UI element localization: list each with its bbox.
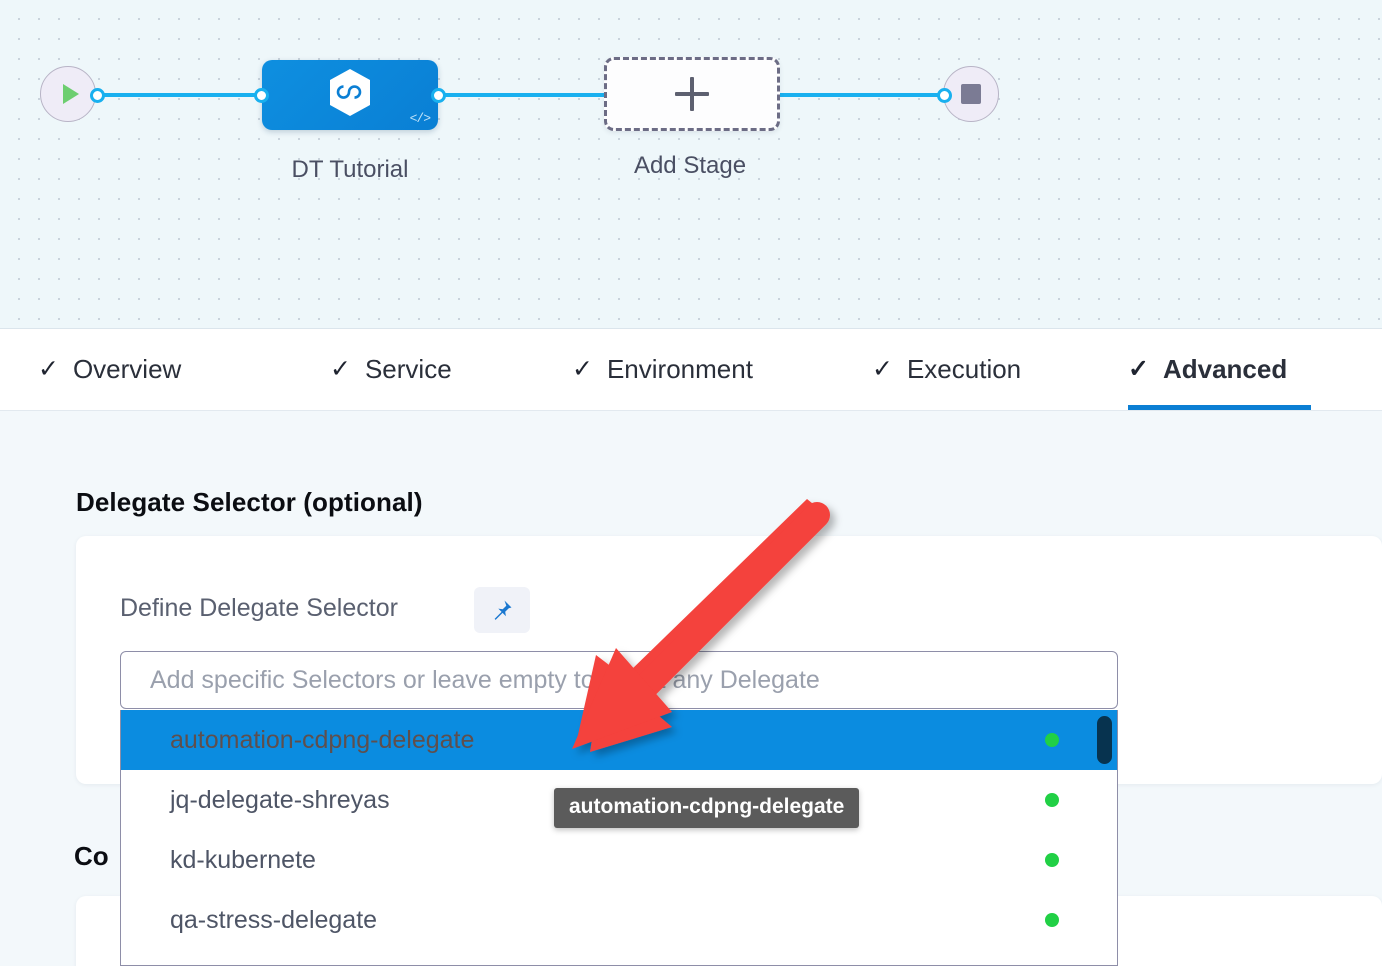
start-node-port[interactable] — [90, 88, 105, 103]
connector-start-to-stage — [96, 93, 271, 97]
stage-node-input-port[interactable] — [254, 88, 269, 103]
dropdown-scrollbar-thumb[interactable] — [1097, 716, 1112, 764]
check-icon: ✓ — [38, 355, 59, 383]
conditional-execution-heading: Co — [74, 841, 109, 871]
end-node-port[interactable] — [937, 88, 952, 103]
list-item[interactable]: jq-delegate-shreyas — [121, 770, 1117, 830]
tab-service[interactable]: ✓ Service — [330, 329, 452, 410]
list-item-label: kd-kubernete — [170, 845, 316, 874]
pipeline-canvas[interactable]: </> DT Tutorial Add Stage — [0, 0, 1382, 329]
tab-execution[interactable]: ✓ Execution — [872, 329, 1021, 410]
add-stage-button[interactable] — [604, 57, 780, 131]
stage-config-tabbar: ✓ Overview ✓ Service ✓ Environment ✓ Exe… — [0, 329, 1382, 411]
list-item[interactable]: qa-stress-delegate — [121, 890, 1117, 950]
stop-icon — [961, 84, 981, 104]
tab-environment[interactable]: ✓ Environment — [572, 329, 753, 410]
tab-overview[interactable]: ✓ Overview — [38, 329, 181, 410]
list-item-label: qa-stress-delegate — [170, 905, 378, 934]
canvas-divider — [0, 328, 1382, 329]
add-stage-label: Add Stage — [633, 152, 747, 179]
list-item-label: automation-cdpng-delegate — [170, 725, 475, 754]
list-item[interactable]: automation-cdpng-delegate — [121, 710, 1117, 770]
check-icon: ✓ — [1128, 355, 1149, 383]
list-item-label: jq-delegate-shreyas — [170, 785, 390, 814]
list-item[interactable]: kd-kubernete — [121, 830, 1117, 890]
delegate-selector-placeholder: Add specific Selectors or leave empty to… — [150, 665, 820, 694]
tab-execution-label: Execution — [906, 354, 1022, 384]
play-icon — [62, 84, 79, 104]
tab-overview-label: Overview — [72, 354, 182, 384]
tab-advanced-label: Advanced — [1162, 354, 1288, 384]
check-icon: ✓ — [872, 355, 893, 383]
stage-node-label: DT Tutorial — [291, 156, 409, 183]
status-dot-connected — [1045, 733, 1059, 747]
status-dot-connected — [1045, 793, 1059, 807]
delegate-selector-heading: Delegate Selector (optional) — [76, 487, 423, 517]
check-icon: ✓ — [572, 355, 593, 383]
define-delegate-selector-label: Define Delegate Selector — [120, 594, 398, 622]
stage-node-dt-tutorial[interactable]: </> — [262, 60, 438, 130]
pin-icon — [494, 600, 512, 620]
check-icon: ✓ — [330, 355, 351, 383]
pipeline-start-node[interactable] — [40, 66, 96, 122]
status-dot-connected — [1045, 913, 1059, 927]
tab-environment-label: Environment — [606, 354, 753, 384]
plus-icon — [675, 77, 709, 111]
pin-button[interactable] — [474, 587, 530, 633]
harness-hexagon-icon — [330, 69, 370, 117]
delegate-tooltip: automation-cdpng-delegate — [554, 788, 860, 828]
stage-node-output-port[interactable] — [431, 88, 446, 103]
tab-advanced[interactable]: ✓ Advanced — [1128, 329, 1312, 410]
delegate-selector-dropdown[interactable]: automation-cdpng-delegate jq-delegate-sh… — [120, 710, 1118, 966]
pipeline-end-node[interactable] — [943, 66, 999, 122]
status-dot-connected — [1045, 853, 1059, 867]
dropdown-scrollbar[interactable] — [1097, 710, 1117, 965]
delegate-selector-input[interactable]: Add specific Selectors or leave empty to… — [120, 651, 1118, 709]
tab-service-label: Service — [364, 354, 452, 384]
stage-template-code-icon: </> — [409, 111, 431, 126]
